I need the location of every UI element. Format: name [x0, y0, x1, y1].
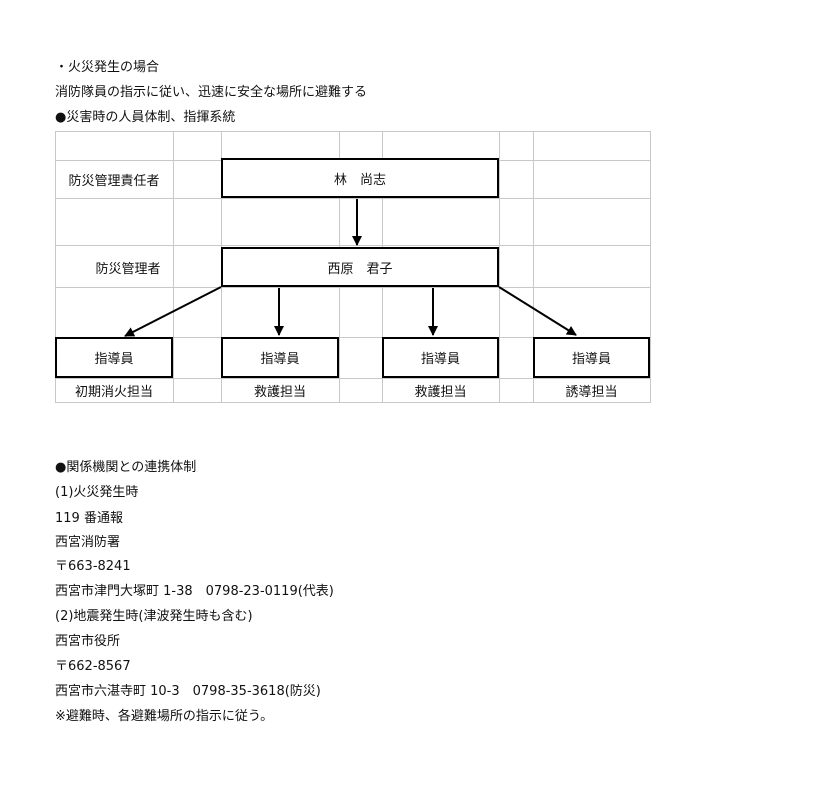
leader-title: 指導員 [420, 352, 460, 367]
fire-address: 西宮市津門大塚町 1-38 0798-23-0119(代表) [55, 584, 334, 599]
fire-report: 119 番通報 [55, 511, 123, 526]
quake-case-heading: (2)地震発生時(津波発生時も含む) [55, 609, 253, 624]
fire-agency: 西宮消防署 [55, 535, 121, 550]
fire-instruction: 消防隊員の指示に従い、迅速に安全な場所に避難する [55, 85, 368, 100]
fire-postal: 〒663-8241 [55, 559, 131, 574]
arrow-manager-to-leader-1 [124, 286, 222, 337]
arrow-manager-to-leader-4 [498, 286, 577, 336]
org-chart: 防災管理責任者 防災管理者 林 尚志 西原 君子 指導員 指導員 指導員 指導員… [55, 131, 651, 403]
quake-postal: 〒662-8567 [55, 659, 131, 674]
quake-agency: 西宮市役所 [55, 634, 121, 649]
leader-box-4: 指導員 [533, 337, 650, 378]
leader-box-3: 指導員 [382, 337, 499, 378]
org-chart-heading: ●災害時の人員体制、指揮系統 [55, 110, 236, 125]
leader-title: 指導員 [571, 352, 611, 367]
leader-title: 指導員 [260, 352, 300, 367]
leader-duty-3: 救護担当 [414, 385, 467, 400]
fire-heading: ・火災発生の場合 [55, 60, 160, 75]
leader-box-1: 指導員 [55, 337, 173, 378]
chief-name: 林 尚志 [333, 172, 386, 188]
manager-name: 西原 君子 [327, 261, 393, 277]
leader-duty-1: 初期消火担当 [74, 385, 153, 400]
manager-box: 西原 君子 [221, 247, 499, 287]
evacuation-note: ※避難時、各避難場所の指示に従う。 [55, 709, 274, 724]
fire-case-heading: (1)火災発生時 [55, 485, 139, 500]
manager-row-label: 防災管理者 [95, 261, 161, 277]
liaison-heading: ●関係機関との連携体制 [55, 460, 197, 475]
quake-address: 西宮市六湛寺町 10-3 0798-35-3618(防災) [55, 684, 321, 699]
chain-of-command-arrows [124, 199, 577, 337]
leader-duty-4: 誘導担当 [565, 385, 618, 400]
leader-box-2: 指導員 [221, 337, 339, 378]
chief-row-label: 防災管理責任者 [68, 173, 160, 189]
chief-box: 林 尚志 [221, 158, 499, 198]
leader-title: 指導員 [94, 352, 134, 367]
leader-duty-2: 救護担当 [253, 385, 306, 400]
